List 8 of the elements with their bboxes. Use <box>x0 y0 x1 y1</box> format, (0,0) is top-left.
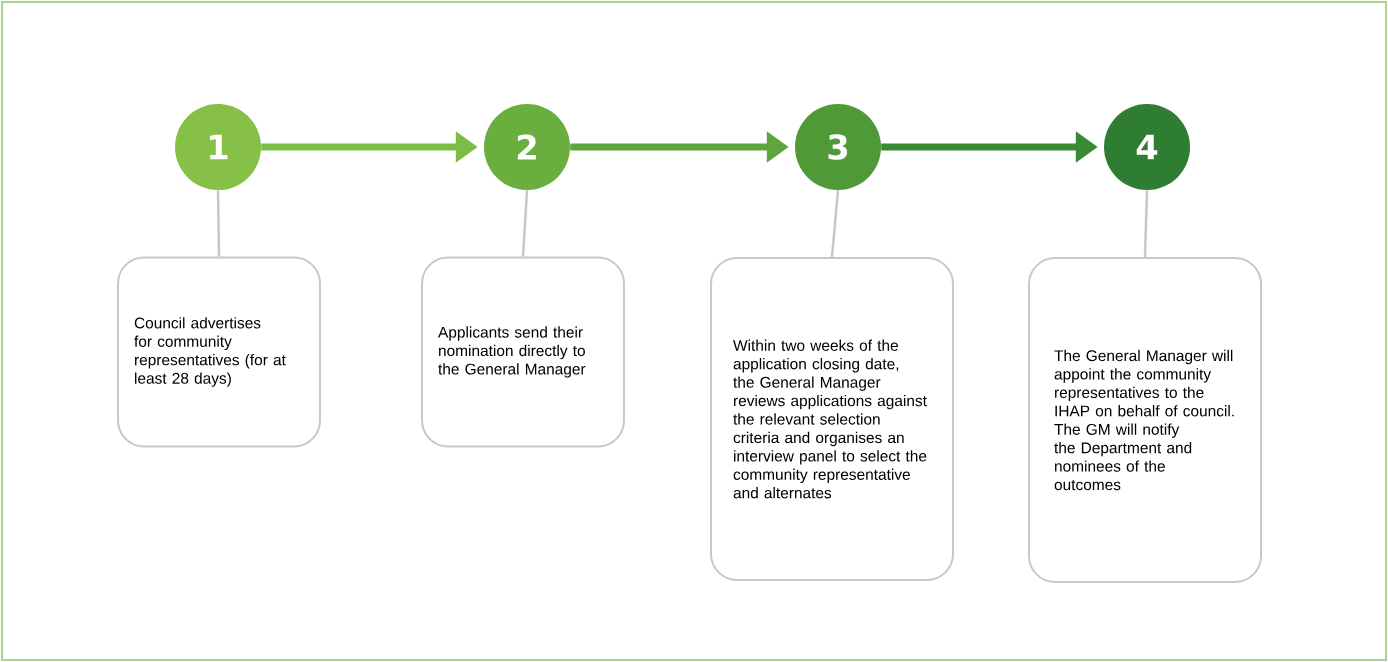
connector-line <box>216 190 221 257</box>
connector-line <box>1143 190 1149 258</box>
step-box: Applicants send their nomination directly to the General Manager <box>421 256 625 448</box>
connector-line <box>830 190 840 258</box>
step-box: The General Manager will appoint the community representatives to the IHAP on behalf of council. The GM will notify the Department and nominees of the outcomes <box>1028 257 1262 583</box>
step-box: Council advertises for community representatives (for at least 28 days) <box>117 256 321 448</box>
connector-line <box>521 190 529 257</box>
step-box: Within two weeks of the application closing date, the General Manager reviews applications against the relevant selection criteria and organises an interview panel to select the community representative and alternates <box>710 257 954 581</box>
